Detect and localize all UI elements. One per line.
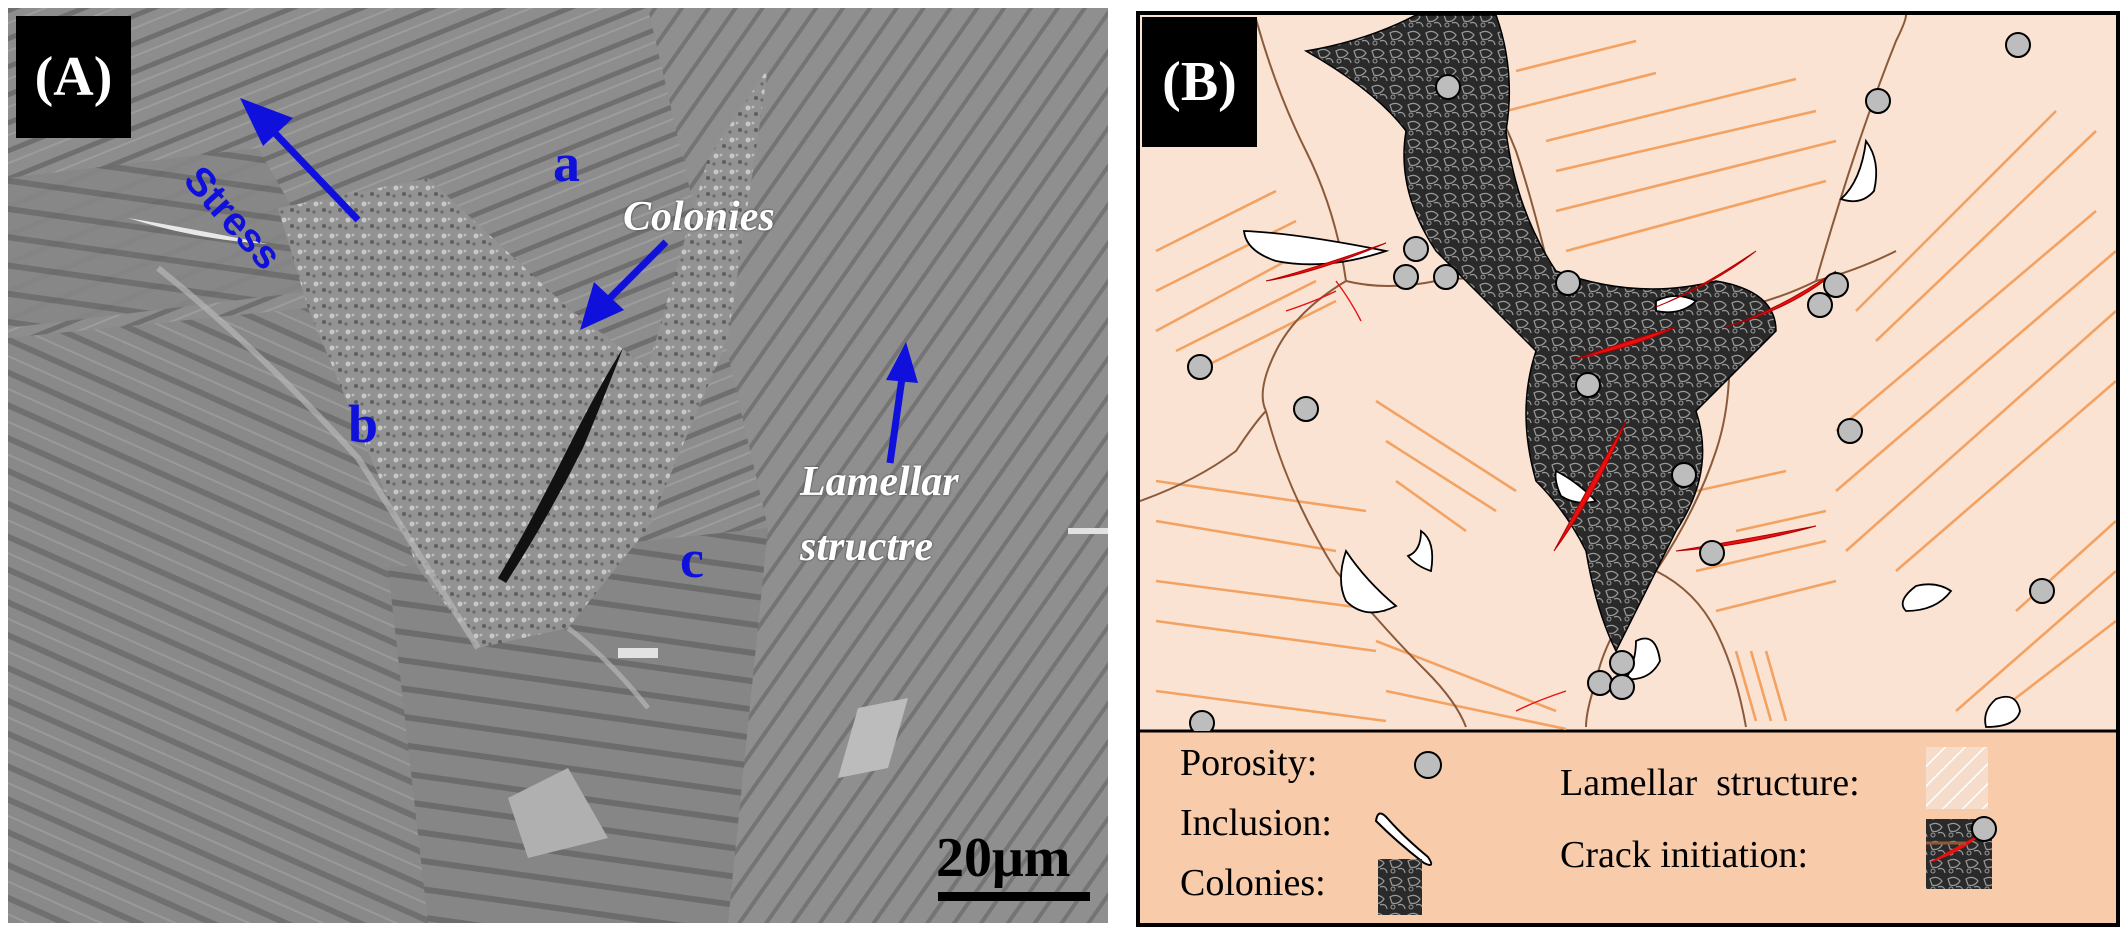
legend-inclusion-swatch [1374,812,1433,866]
grain-label-b: b [348,394,379,454]
lamellar-annotation-line1: Lamellar [800,459,959,505]
scale-bar-label: 20μm [936,827,1071,889]
schematic-panel: (B) Porosity: Inclusion: Colonies: Lamel… [1136,11,2120,927]
legend-crack-swatch [1926,816,1997,889]
legend-inclusion-label: Inclusion: [1180,802,1332,844]
scale-bar [938,892,1090,901]
legend-colonies-label: Colonies: [1180,862,1326,904]
legend-lamellar-swatch [1926,747,1988,809]
panel-b-tag: (B) [1142,17,1257,147]
lamellar-annotation-line2: structre [800,524,934,570]
legend-crack-label: Crack initiation: [1560,834,1809,876]
panel-b-tag-text: (B) [1162,51,1237,113]
legend-lamellar-label: Lamellar structure: [1560,762,1860,804]
colonies-region [1303,15,1777,653]
micrograph-image [8,8,1108,923]
colonies-annotation: Colonies [623,194,775,240]
porosity-markers [1187,32,2055,731]
schematic-drawing [1136,11,2120,927]
grain-label-c: c [680,529,704,589]
lamellae-lines [1155,39,2116,731]
legend-porosity-label: Porosity: [1180,742,1318,784]
panel-a-tag: (A) [16,16,131,138]
panel-a-tag-text: (A) [34,46,113,108]
micrograph-panel: (A) Stress a b c Colonies Lamellar struc… [8,8,1108,923]
legend-colonies-swatch [1378,859,1422,915]
legend-porosity-swatch [1414,751,1442,779]
grain-label-a: a [553,133,580,193]
